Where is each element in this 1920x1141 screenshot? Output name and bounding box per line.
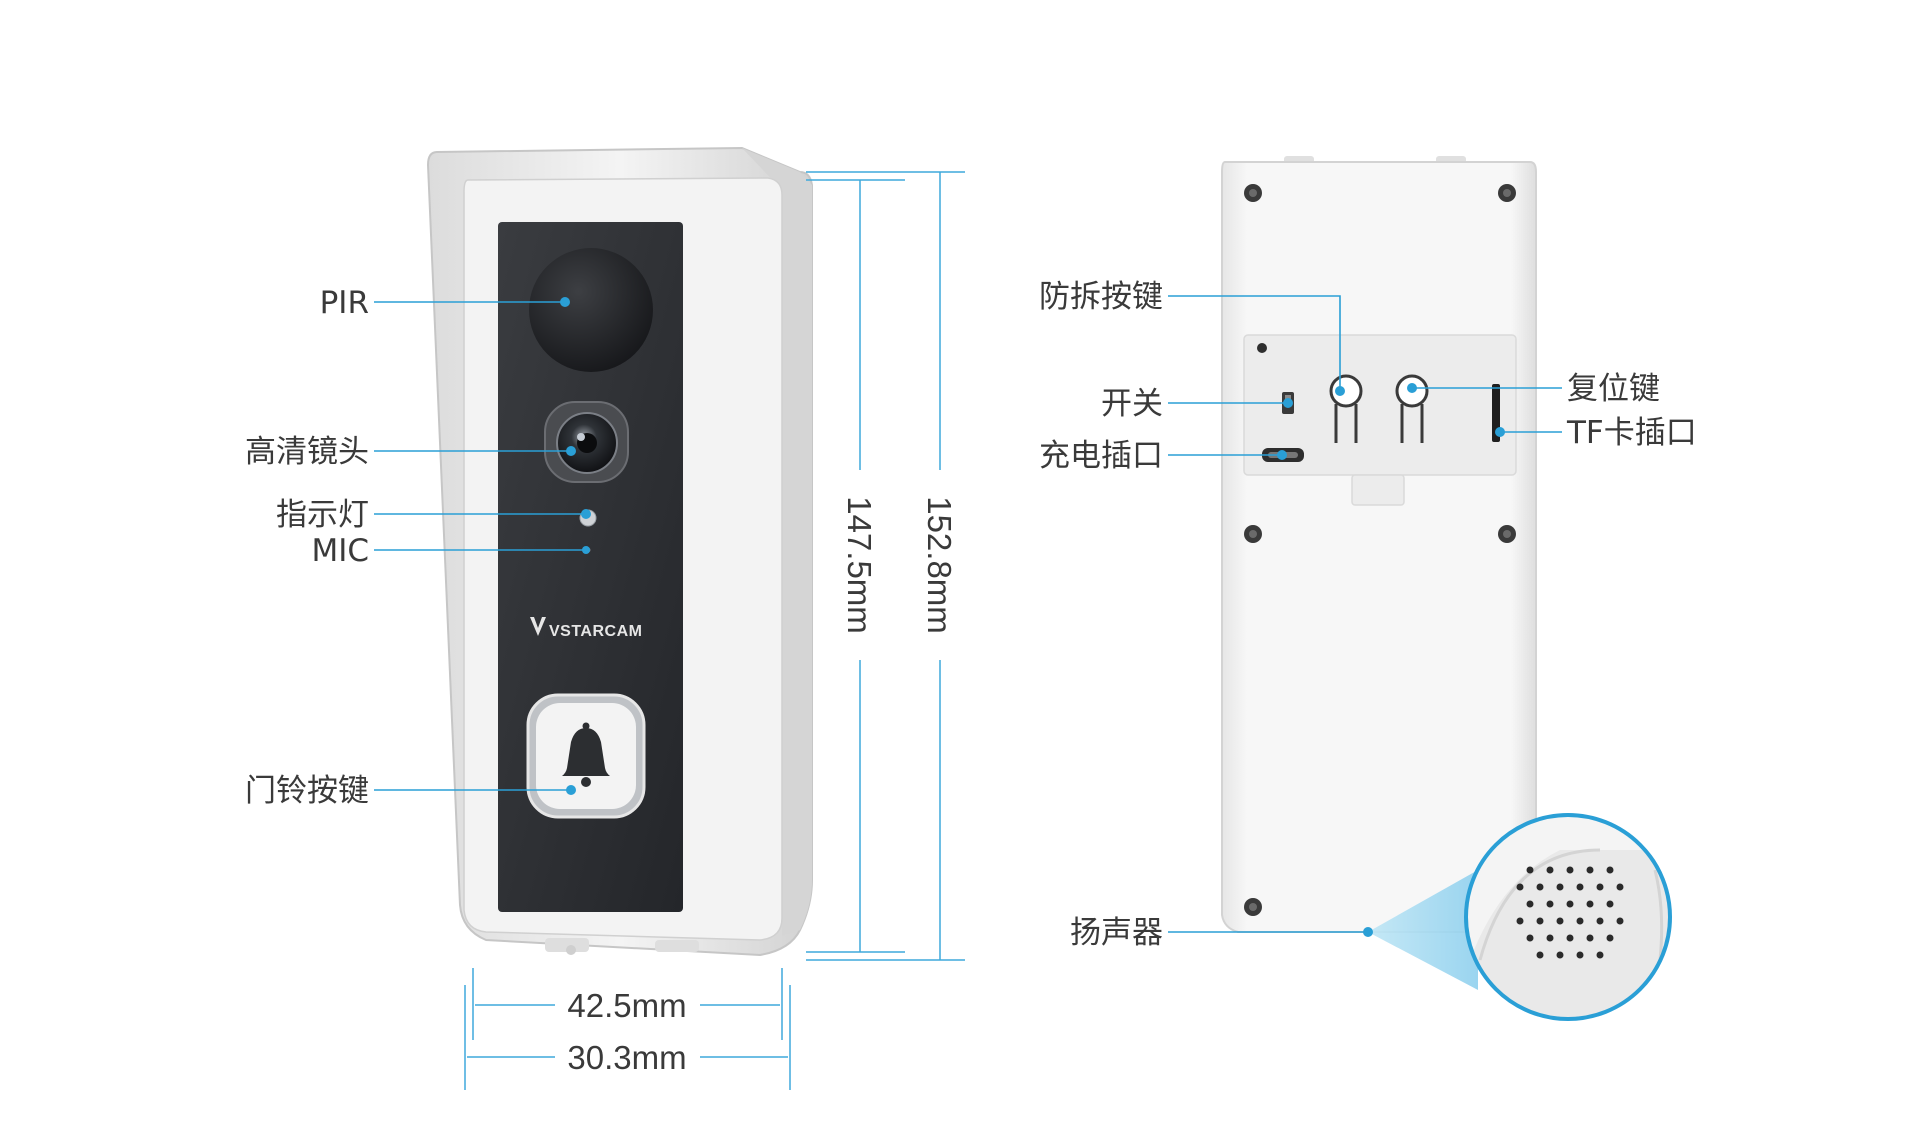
tamper-button-label: 防拆按键: [1039, 279, 1163, 315]
height-outer-label: 152.8mm: [921, 496, 958, 634]
camera-label: 高清镜头: [245, 434, 369, 470]
back-housing: [1221, 161, 1537, 933]
doorbell-button-label: 门铃按键: [245, 773, 369, 809]
speaker-zoom: [1363, 813, 1672, 1021]
front-callouts: PIR 高清镜头 指示灯 MIC 门铃按键: [245, 285, 591, 809]
back-view: [1221, 156, 1537, 933]
height-inner-label: 147.5mm: [841, 496, 878, 634]
power-switch-label: 开关: [1101, 386, 1163, 422]
screw-icon: [1498, 525, 1516, 543]
tf-slot-label: TF卡插口: [1566, 415, 1697, 451]
bottom-foot: [545, 938, 589, 952]
height-dimensions: 147.5mm 152.8mm: [806, 171, 965, 961]
indicator-label: 指示灯: [276, 497, 369, 533]
screw-icon: [1244, 898, 1262, 916]
speaker-grille: [1516, 866, 1624, 959]
svg-text:VSTARCAM: VSTARCAM: [549, 623, 642, 640]
width-dimensions: 42.5mm 30.3mm: [464, 968, 791, 1090]
mic-label: MIC: [311, 533, 369, 569]
tamper-button[interactable]: [1329, 374, 1363, 443]
width-inner-label: 30.3mm: [567, 1039, 686, 1076]
bell-icon: [562, 722, 610, 787]
bottom-foot: [655, 940, 699, 952]
screw-icon: [1244, 525, 1262, 543]
brand-logo: VSTARCAM: [530, 617, 642, 640]
screw-icon: [1498, 184, 1516, 202]
charging-port-label: 充电插口: [1039, 438, 1163, 474]
width-outer-label: 42.5mm: [567, 987, 686, 1024]
pir-sensor: [529, 248, 653, 372]
screw-icon: [1244, 184, 1262, 202]
reset-button-label: 复位键: [1567, 371, 1660, 407]
pir-label: PIR: [320, 285, 369, 321]
speaker-label: 扬声器: [1070, 915, 1163, 951]
front-view: VSTARCAM: [426, 146, 813, 957]
back-callouts: 防拆按键 开关 充电插口 复位键 TF卡插口 扬声器: [1039, 279, 1697, 951]
